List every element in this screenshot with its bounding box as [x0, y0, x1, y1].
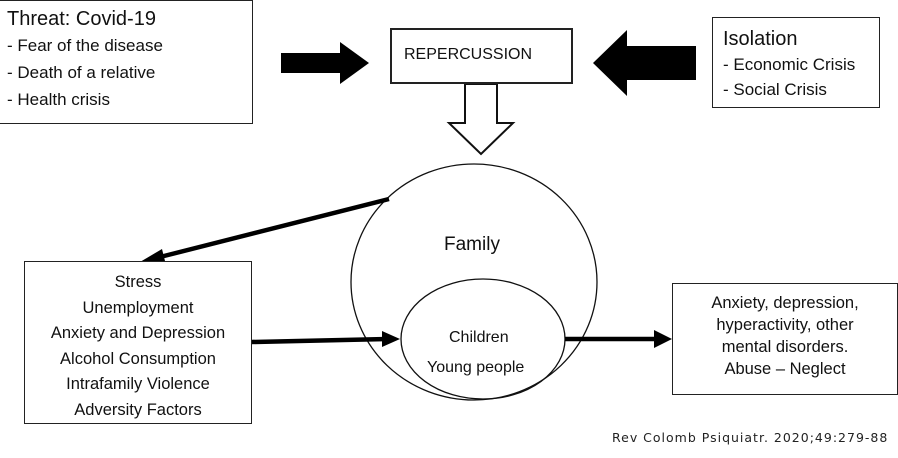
- factor-item: Anxiety and Depression: [50, 324, 226, 342]
- repercussion-box: REPERCUSSION: [390, 28, 573, 84]
- isolation-box: Isolation - Economic Crisis - Social Cri…: [712, 17, 880, 108]
- factor-item: Adversity Factors: [74, 400, 202, 419]
- young-people-label: Young people: [427, 359, 525, 376]
- outcome-item: Anxiety, depression,: [711, 294, 859, 312]
- threat-item: - Death of a relative: [7, 63, 156, 82]
- isolation-title: Isolation: [723, 28, 798, 50]
- isolation-item: - Economic Crisis: [723, 55, 856, 74]
- arrow-children-to-outcomes-head: [654, 330, 672, 348]
- threat-item: - Fear of the disease: [7, 36, 163, 55]
- arrow-factors-to-children-line: [251, 336, 386, 345]
- outcome-item: Abuse – Neglect: [724, 360, 846, 378]
- factors-box: Stress Unemployment Anxiety and Depressi…: [24, 261, 252, 424]
- factor-item: Stress: [114, 273, 162, 291]
- threat-item: - Health crisis: [7, 90, 110, 109]
- arrow-isolation-to-repercussion: [593, 30, 696, 96]
- citation: Rev Colomb Psiquiatr. 2020;49:279-88: [612, 430, 889, 445]
- factor-item: Intrafamily Violence: [66, 375, 210, 393]
- family-circle: [350, 163, 598, 401]
- family-label: Family: [444, 234, 500, 255]
- factor-item: Alcohol Consumption: [60, 349, 216, 368]
- isolation-item: - Social Crisis: [723, 80, 827, 99]
- threat-box: Threat: Covid-19 - Fear of the disease -…: [0, 0, 253, 124]
- arrow-family-to-factors-line: [159, 196, 390, 260]
- outcomes-box: Anxiety, depression, hyperactivity, othe…: [672, 283, 898, 395]
- threat-title: Threat: Covid-19: [7, 8, 156, 30]
- outcome-item: mental disorders.: [721, 338, 849, 356]
- outcome-item: hyperactivity, other: [716, 316, 854, 334]
- arrow-repercussion-to-family: [446, 83, 516, 156]
- arrow-factors-to-children-head: [382, 331, 400, 347]
- repercussion-label: REPERCUSSION: [404, 46, 533, 63]
- children-label: Children: [449, 329, 509, 346]
- arrow-threat-to-repercussion: [281, 42, 369, 84]
- factor-item: Unemployment: [82, 298, 194, 317]
